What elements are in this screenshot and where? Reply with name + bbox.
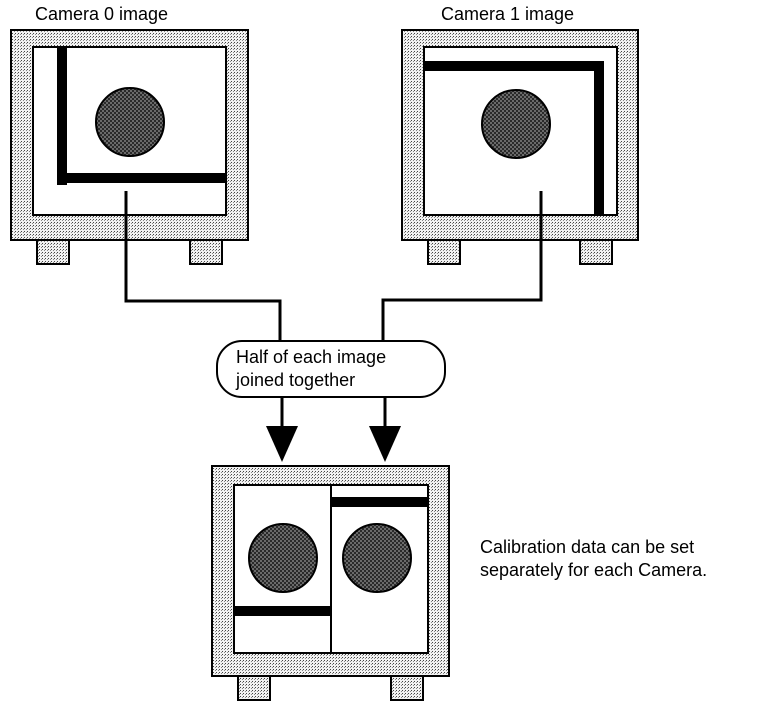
- workpiece-edge-horizontal: [424, 61, 604, 71]
- workpiece-edge-horizontal: [57, 173, 226, 183]
- monitor-foot-left: [427, 239, 461, 265]
- camera-0-label: Camera 0 image: [35, 4, 169, 24]
- camera-1-label: Camera 1 image: [441, 4, 575, 24]
- arrow-head-right: [369, 426, 401, 462]
- arrow-head-left: [266, 426, 298, 462]
- monitor-foot-right: [390, 675, 424, 701]
- right-half-edge: [331, 497, 428, 507]
- left-half-circle: [248, 523, 318, 593]
- join-callout-line-2: joined together: [236, 370, 356, 390]
- camera-0-cable: [124, 191, 282, 343]
- monitor-foot-right: [189, 239, 223, 265]
- monitor-foot-left: [237, 675, 271, 701]
- workpiece-circle: [481, 89, 551, 159]
- workpiece-edge-vertical: [57, 47, 67, 185]
- monitor-foot-left: [36, 239, 70, 265]
- calibration-note-line-1: Calibration data can be set: [480, 537, 695, 557]
- combined-monitor: [211, 465, 450, 701]
- monitor-foot-right: [579, 239, 613, 265]
- workpiece-edge-vertical: [594, 61, 604, 215]
- camera-1-monitor: [401, 29, 639, 265]
- camera-1-cable: [381, 191, 543, 343]
- join-callout-line-1: Half of each image: [236, 347, 387, 367]
- calibration-note-line-2: separately for each Camera.: [480, 560, 708, 580]
- camera-0-monitor: [10, 29, 249, 265]
- right-half-circle: [342, 523, 412, 593]
- left-half-edge: [234, 606, 331, 616]
- workpiece-circle: [95, 87, 165, 157]
- join-callout: Half of each image joined together: [216, 340, 446, 398]
